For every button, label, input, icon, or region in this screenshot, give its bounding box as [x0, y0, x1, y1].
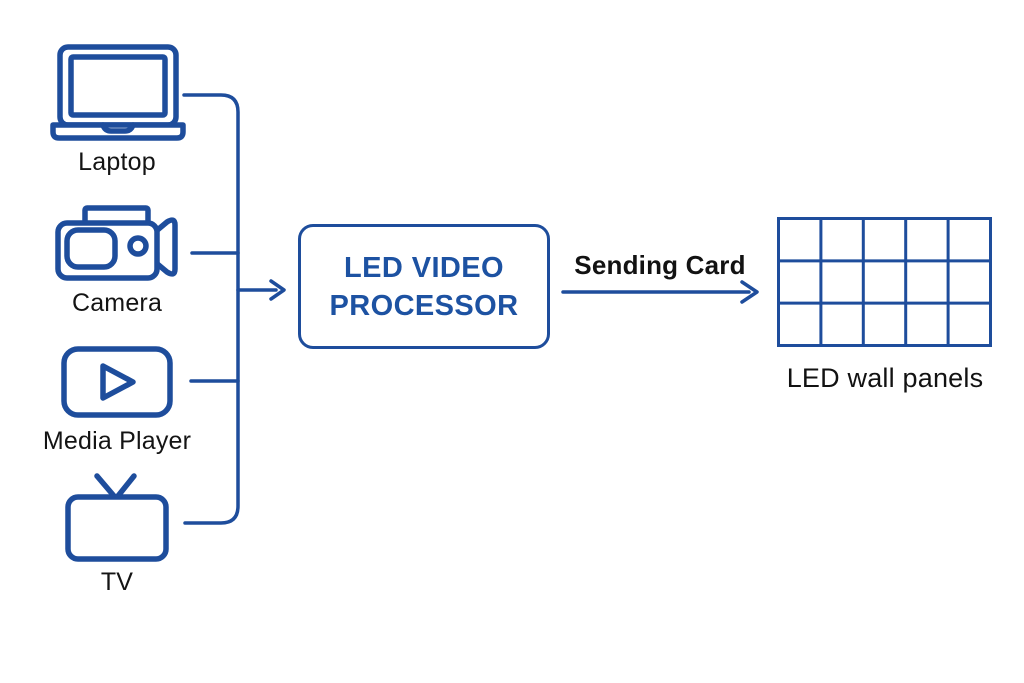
- media-player-label: Media Player: [42, 427, 192, 455]
- led-video-processor-box: LED VIDEO PROCESSOR: [298, 224, 550, 349]
- tv-icon: [65, 473, 169, 562]
- led-wall-grid: [777, 217, 992, 347]
- camera-label: Camera: [71, 289, 163, 317]
- processor-label-line2: PROCESSOR: [329, 289, 519, 322]
- laptop-label: Laptop: [78, 148, 156, 176]
- media-player-icon: [61, 346, 173, 418]
- processor-label-line1: LED VIDEO: [344, 251, 504, 284]
- led-wall-panels-label: LED wall panels: [786, 363, 984, 393]
- sending-card-label: Sending Card: [574, 250, 746, 280]
- sending-card-arrowhead: [740, 280, 759, 304]
- processor-arrowhead: [269, 279, 286, 301]
- laptop-icon: [50, 44, 186, 141]
- video-camera-icon: [55, 205, 178, 281]
- tv-label: TV: [100, 568, 134, 596]
